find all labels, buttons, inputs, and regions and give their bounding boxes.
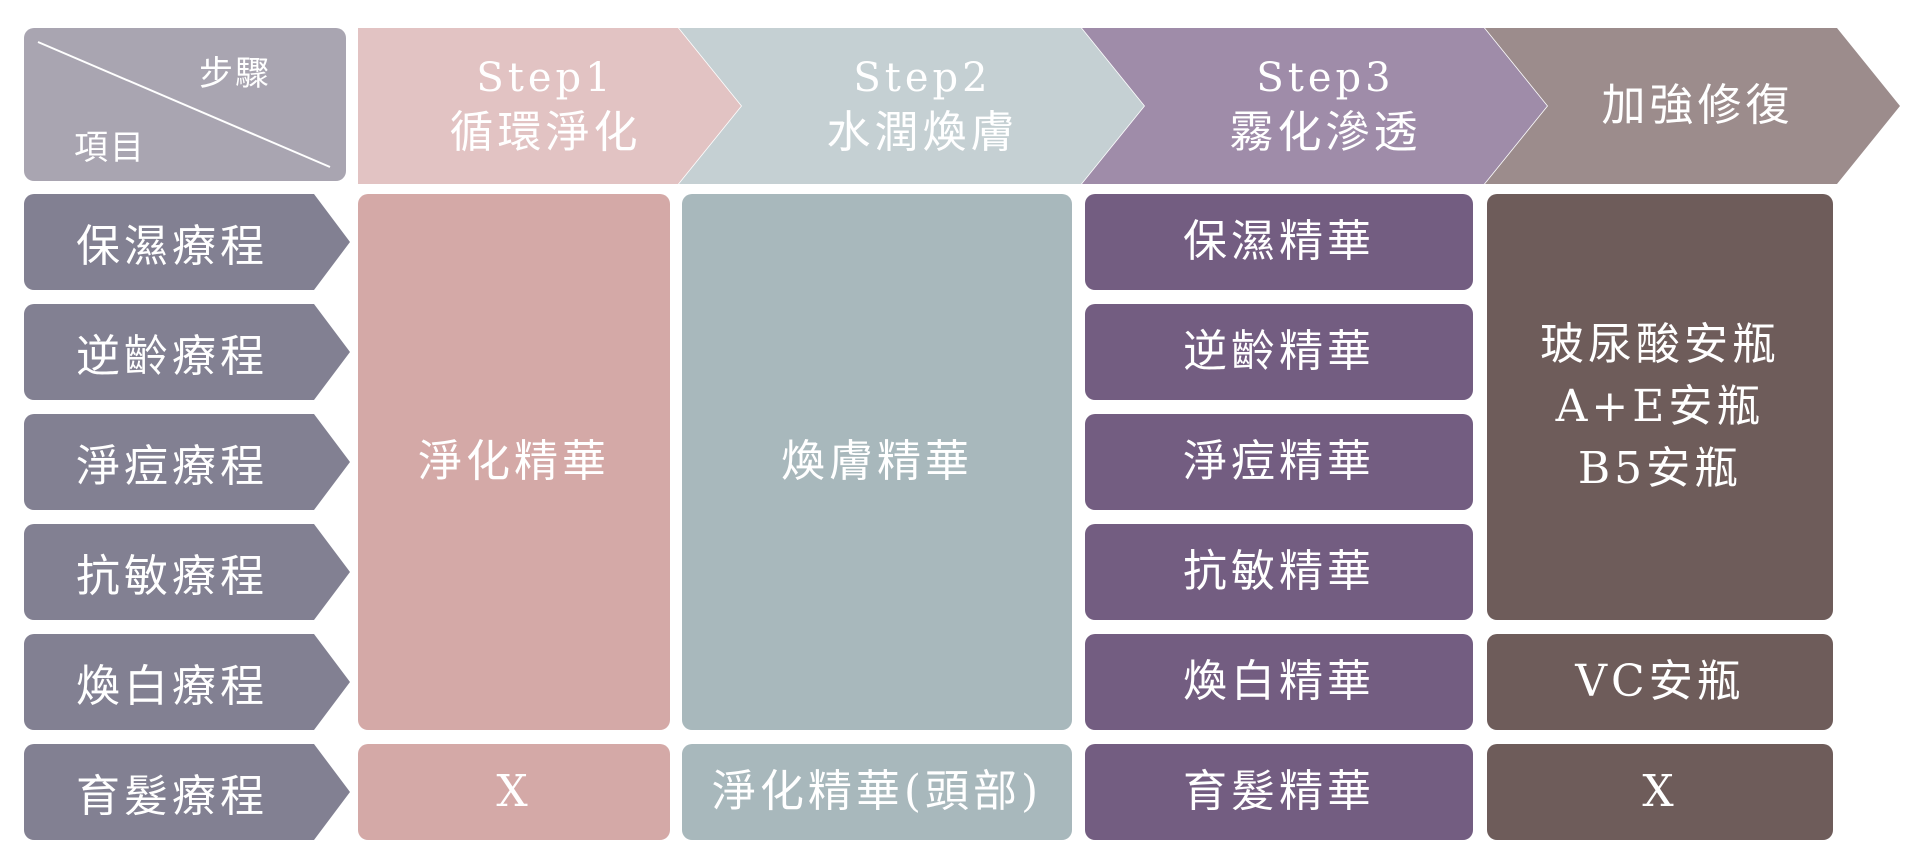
row-label-moisturizing: 保濕療程	[24, 194, 350, 290]
step1-header-arrow: Step1 循環淨化	[358, 28, 741, 184]
step3-cell-whitening: 煥白精華	[1085, 634, 1473, 730]
step3-cell-acne: 淨痘精華	[1085, 414, 1473, 510]
repair-header-arrow: 加強修復	[1485, 28, 1900, 184]
repair-main-cell: 玻尿酸安瓶 A+E安瓶 B5安瓶	[1487, 194, 1833, 620]
header-corner-cell: 步驟 項目	[24, 28, 346, 181]
step3-number: Step3	[1256, 55, 1395, 101]
step2-title: 水潤煥膚	[826, 107, 1019, 158]
step1-number: Step1	[476, 55, 615, 101]
step2-main-cell: 煥膚精華	[682, 194, 1072, 730]
row-label-whitening: 煥白療程	[24, 634, 350, 730]
repair-line-ae: A+E安瓶	[1555, 381, 1765, 432]
row-label-acne: 淨痘療程	[24, 414, 350, 510]
repair-title: 加強修復	[1601, 80, 1794, 131]
row-label-hair: 育髮療程	[24, 744, 350, 840]
step3-cell-moisturizing: 保濕精華	[1085, 194, 1473, 290]
step3-cell-anti-aging: 逆齡精華	[1085, 304, 1473, 400]
step3-cell-hair: 育髮精華	[1085, 744, 1473, 840]
repair-hair-cell: X	[1487, 744, 1833, 840]
diagonal-divider	[37, 41, 331, 168]
step3-title: 霧化滲透	[1229, 107, 1422, 158]
repair-line-hyaluronic: 玻尿酸安瓶	[1540, 319, 1780, 370]
row-label-anti-sensitive: 抗敏療程	[24, 524, 350, 620]
step3-cell-anti-sensitive: 抗敏精華	[1085, 524, 1473, 620]
steps-axis-label: 步驟	[199, 54, 271, 94]
step3-header-arrow: Step3 霧化滲透	[1082, 28, 1547, 184]
row-label-anti-aging: 逆齡療程	[24, 304, 350, 400]
step1-title: 循環淨化	[449, 107, 642, 158]
step1-hair-cell: X	[358, 744, 670, 840]
repair-line-b5: B5安瓶	[1577, 443, 1743, 494]
step2-header-arrow: Step2 水潤煥膚	[679, 28, 1144, 184]
step2-number: Step2	[853, 55, 992, 101]
repair-whitening-cell: VC安瓶	[1487, 634, 1833, 730]
step1-main-cell: 淨化精華	[358, 194, 670, 730]
step2-hair-cell: 淨化精華(頭部)	[682, 744, 1072, 840]
items-axis-label: 項目	[74, 128, 146, 168]
